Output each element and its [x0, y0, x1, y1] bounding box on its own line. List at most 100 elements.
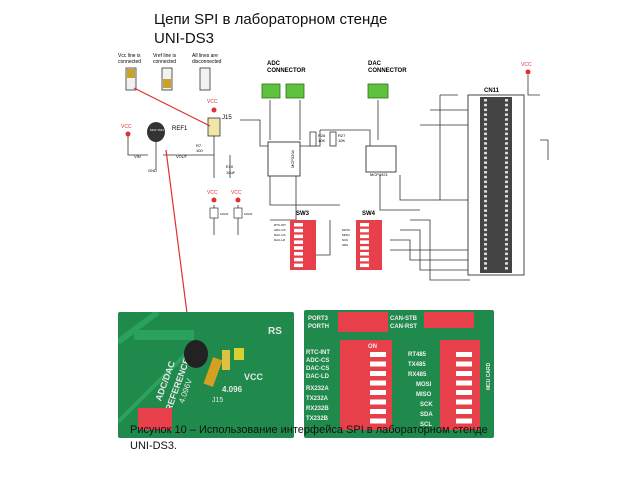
cn11-pin: [505, 219, 508, 222]
cn11-pin: [484, 123, 487, 126]
dip-slot: [294, 234, 303, 239]
cn11-pin: [505, 223, 508, 227]
dip-slot: [294, 257, 303, 262]
photo-label-sda: SDA: [420, 412, 433, 418]
photo-left-label-j15: J15: [212, 397, 223, 404]
svg-text:100nF: 100nF: [244, 212, 253, 216]
slide-title: Цепи SPI в лабораторном стенде UNI-DS3: [154, 10, 454, 48]
cn11-pin: [484, 247, 487, 251]
svg-text:VCC: VCC: [521, 62, 532, 68]
photo-label-rx232b: RX232B: [306, 406, 329, 412]
cn11-pin: [505, 123, 508, 126]
svg-text:MCP 1541: MCP 1541: [150, 128, 164, 132]
svg-text:GND: GND: [148, 168, 157, 173]
photo-left-label-4096: 4.096: [222, 385, 243, 394]
cn11-pin: [484, 257, 487, 260]
slide-title-line2: UNI-DS3: [154, 30, 215, 47]
sw4-slots: [360, 223, 369, 268]
dip-slot: [370, 418, 386, 424]
svg-text:ADC: ADC: [267, 61, 281, 67]
cn11-pin: [484, 161, 487, 164]
jumper-vref-label-1: Vref line is: [153, 53, 177, 59]
cn11-pin: [505, 228, 508, 232]
cn11-pin: [505, 151, 508, 155]
svg-text:MCP3204: MCP3204: [290, 149, 295, 168]
cn11-pin: [505, 118, 508, 121]
photo-label-scl: SCL: [420, 422, 432, 428]
dip-slot: [370, 352, 386, 357]
ref1-label: REF1: [172, 126, 188, 132]
cn11-pin: [484, 113, 487, 116]
photo-label-sck: SCK: [420, 402, 433, 408]
sw4-pin-3: SDA: [342, 243, 348, 247]
svg-text:J15: J15: [222, 115, 232, 121]
dip-slot: [370, 380, 386, 386]
dac-connector: DAC CONNECTOR: [367, 61, 407, 99]
photo-switch-slots: [370, 352, 472, 424]
photo-label-porth: PORTH: [308, 324, 329, 330]
cn11-pin: [505, 127, 508, 131]
cn11-pin: [484, 132, 487, 136]
cn11-pin: [505, 171, 508, 174]
cn11-pin: [484, 223, 487, 227]
cn11-pin: [484, 180, 487, 184]
cn11-pin: [484, 262, 487, 265]
photo-label-rt485: RT485: [408, 352, 427, 358]
cn11-pin: [505, 243, 508, 246]
photo-label-dacld: DAC-LD: [306, 374, 330, 380]
dip-slot: [360, 246, 369, 250]
photo-label-tx232b: TX232B: [306, 416, 329, 422]
cn11-pin: [484, 99, 487, 102]
cn11-pin: [505, 204, 508, 208]
cn11-pin: [484, 228, 487, 232]
cn11-pin: [484, 151, 487, 155]
cn11-pin: [484, 175, 487, 179]
dip-slot: [456, 352, 472, 357]
dip-slot: [456, 399, 472, 405]
figure-caption-line1: Рисунок 10 – Использование интерфейса SP…: [130, 424, 488, 436]
cn11-pin: [505, 147, 508, 150]
photo-label-adccs: ADC-CS: [306, 358, 329, 364]
jumper-none-label-1: All lines are: [192, 53, 218, 59]
cn11-pin: [484, 252, 487, 256]
dip-slot: [370, 399, 386, 405]
dip-slot: [294, 263, 303, 268]
dip-slot: [456, 409, 472, 414]
cn11-pin: [505, 175, 508, 179]
r7-value: 100: [196, 148, 203, 153]
svg-text:VOUT: VOUT: [176, 154, 188, 159]
cn11-pin: [484, 195, 487, 198]
sw3-pin-1: ADC-CS: [274, 228, 286, 232]
sw4-switch: SW4: [356, 211, 382, 270]
svg-text:SW3: SW3: [296, 211, 310, 217]
figure-caption-line2: UNI-DS3.: [130, 440, 178, 452]
cn11-pin: [484, 118, 487, 121]
cn11-pin: [484, 137, 487, 140]
cn11-pin: [505, 108, 508, 112]
cn11-pin: [484, 127, 487, 131]
cn11-pin: [484, 166, 487, 169]
photo-label-tx485: TX485: [408, 362, 426, 368]
svg-text:R26: R26: [318, 133, 326, 138]
cn11-pin: [484, 233, 487, 236]
photo-label-canstb: CAN-STB: [390, 316, 418, 322]
photo-dip-switches: PORT3 PORTH CAN-STB CAN-RST RTC-INT ADC-…: [304, 310, 494, 438]
schematic-wires: [127, 75, 549, 281]
cn11-pin: [484, 238, 487, 241]
cn11-pin: [484, 204, 487, 208]
svg-text:VIN: VIN: [134, 154, 141, 159]
sw3-pin-0: RTC-INT: [274, 223, 286, 227]
cn11-pin: [505, 238, 508, 241]
decoupling-capacitors: 100nF 100nF: [209, 207, 253, 219]
jumper-none-icon: [199, 67, 211, 91]
dip-slot: [294, 252, 303, 256]
cn11-pin: [484, 147, 487, 150]
jumper-vref-icon: [161, 67, 173, 91]
cn11-pin: [505, 190, 508, 193]
e10-value: 10uF: [226, 170, 236, 175]
svg-text:R27: R27: [338, 133, 346, 138]
r7-label: R7: [196, 143, 202, 148]
svg-text:100nF: 100nF: [220, 212, 229, 216]
photo-label-rtcint: RTC-INT: [306, 350, 330, 356]
dip-slot: [370, 390, 386, 395]
